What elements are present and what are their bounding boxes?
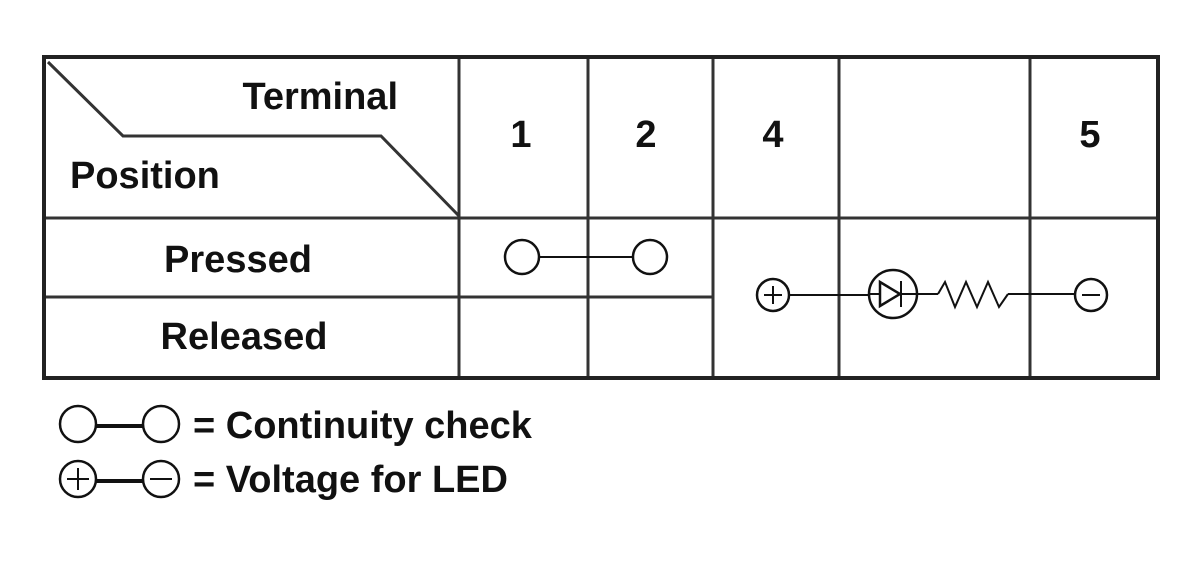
legend-voltage-text: = Voltage for LED <box>193 459 508 501</box>
legend-voltage-symbol <box>58 459 181 499</box>
minus-circle-icon <box>141 459 181 499</box>
minus-circle-icon <box>1073 277 1109 313</box>
position-header: Position <box>70 155 220 197</box>
led-voltage-circuit <box>755 268 1109 320</box>
terminal-1-label: 1 <box>510 114 531 156</box>
table-grid <box>42 55 1160 380</box>
plus-circle-icon <box>755 277 791 313</box>
open-circle-icon <box>631 238 669 276</box>
open-circle-icon <box>503 238 541 276</box>
terminal-header: Terminal <box>242 76 398 118</box>
row-label-released: Released <box>161 316 328 358</box>
row-label-pressed: Pressed <box>164 239 312 281</box>
terminal-5-label: 5 <box>1079 114 1100 156</box>
resistor-icon <box>937 279 1009 310</box>
open-circle-icon <box>58 404 98 444</box>
legend-continuity-text: = Continuity check <box>193 405 533 447</box>
terminal-2-label: 2 <box>635 114 656 156</box>
continuity-connection <box>503 238 669 276</box>
open-circle-icon <box>141 404 181 444</box>
legend-continuity-symbol <box>58 404 181 444</box>
diode-icon <box>867 268 919 320</box>
plus-circle-icon <box>58 459 98 499</box>
legend: = Continuity check = Voltage for LED <box>58 404 533 501</box>
terminal-4-label: 4 <box>762 114 783 156</box>
